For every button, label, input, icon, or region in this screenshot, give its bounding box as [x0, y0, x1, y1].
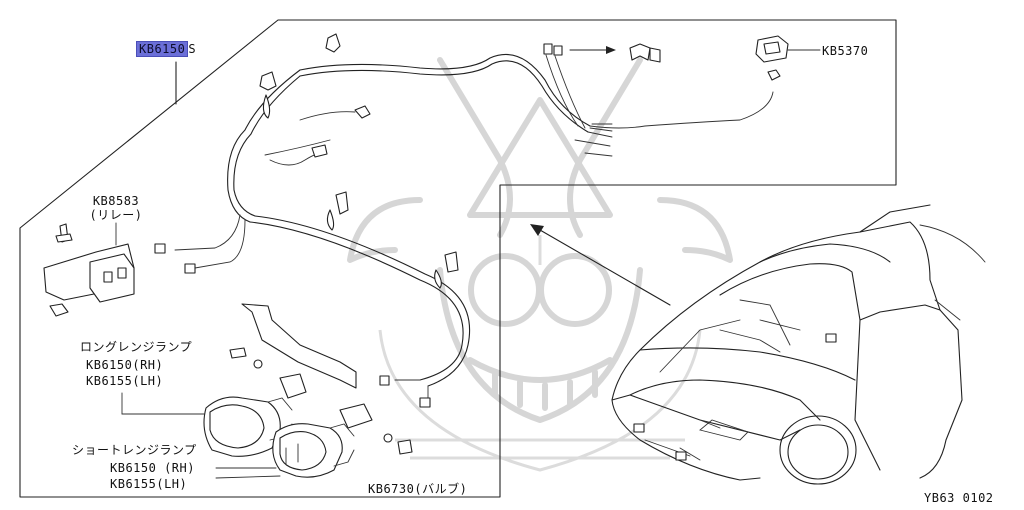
kit-code-suffix: S [188, 42, 197, 56]
long-range-lamp [121, 392, 293, 457]
short-range-lamp [215, 423, 355, 479]
relay-part [43, 222, 135, 317]
long-lamp-title: ロングレンジランプ [80, 340, 193, 354]
short-lamp-title: ショートレンジランプ [72, 443, 197, 457]
kit-code-highlight[interactable]: KB6150 [136, 41, 189, 57]
short-lamp-lh: KB6155(LH) [110, 477, 188, 491]
switch-part [755, 35, 821, 81]
mount-bracket [229, 303, 413, 455]
location-arrow [530, 224, 671, 306]
long-lamp-lh: KB6155(LH) [86, 374, 164, 388]
relay-note: (リレー) [89, 208, 143, 222]
short-lamp-rh: KB6150 (RH) [110, 461, 195, 475]
bulb-note: (バルブ) [414, 482, 468, 496]
harness-clamps [154, 33, 459, 408]
bulb-callout: KB6730(バルブ) [368, 482, 467, 496]
car-outline [611, 204, 986, 485]
bulb-code: KB6730 [368, 482, 415, 496]
diagram-frame [19, 19, 897, 498]
samurai-watermark-icon [347, 57, 733, 472]
relay-code: KB8583 [92, 194, 140, 208]
diagram-id: YB63 0102 [924, 491, 994, 505]
connector-detail [543, 43, 661, 63]
switch-code: KB5370 [822, 44, 869, 58]
long-lamp-rh: KB6150(RH) [86, 358, 164, 372]
wire-harness [174, 54, 774, 401]
